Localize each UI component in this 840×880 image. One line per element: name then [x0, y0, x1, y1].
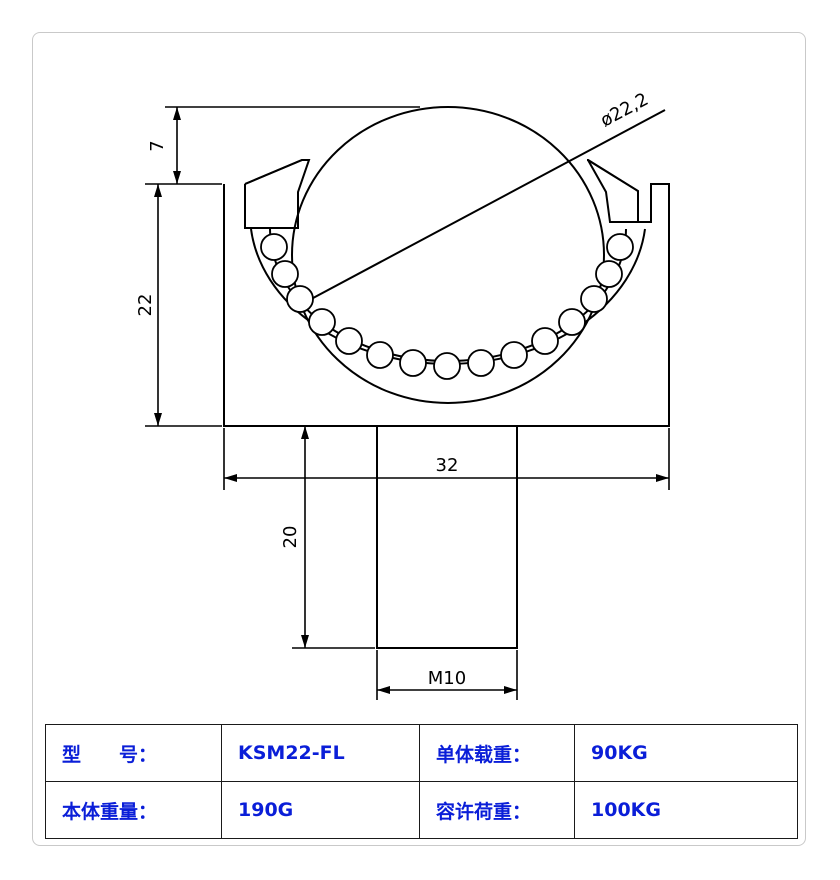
spec-table: 型 号： KSM22-FL 单体载重： 90KG 本体重量： 190G 容许荷重…: [45, 724, 798, 839]
spec-value-allowable-load: 100KG: [574, 781, 798, 839]
spec-value-weight: 190G: [221, 781, 420, 839]
raceway-inner: [269, 228, 627, 362]
housing-right-lip: [587, 159, 639, 223]
table-row: 型 号： KSM22-FL 单体载重： 90KG: [45, 724, 798, 782]
main-ball: [291, 106, 605, 404]
dim-body-width: 32: [436, 455, 459, 476]
spec-label-allowable-load: 容许荷重：: [419, 781, 575, 839]
dim-thread: M10: [428, 668, 466, 689]
spec-label-model: 型 号：: [45, 724, 222, 782]
dim-body-height: 22: [135, 294, 156, 317]
dim-ball-diameter: ø22,2: [597, 89, 652, 132]
dim-top-height: 7: [147, 140, 168, 151]
diagram-card: [32, 32, 806, 846]
dim-stem-length: 20: [280, 526, 301, 549]
spec-value-unit-load: 90KG: [574, 724, 798, 782]
housing-left-lip: [244, 159, 309, 185]
threaded-stem: [376, 426, 518, 649]
diameter-leader: [299, 109, 666, 306]
spec-label-weight: 本体重量：: [45, 781, 222, 839]
spec-label-unit-load: 单体载重：: [419, 724, 575, 782]
spec-value-model: KSM22-FL: [221, 724, 420, 782]
bearing-balls: [260, 233, 634, 380]
table-row: 本体重量： 190G 容许荷重： 100KG: [45, 781, 798, 839]
